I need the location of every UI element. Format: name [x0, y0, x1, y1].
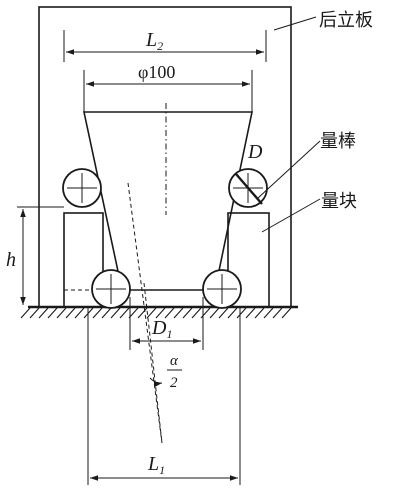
- hatch-stroke: [254, 307, 265, 319]
- hatch-stroke: [92, 307, 103, 319]
- angle-reference-line: [127, 182, 163, 444]
- label-gauge-block: 量块: [321, 191, 357, 212]
- ground-hatching: [20, 307, 292, 319]
- hatch-stroke: [236, 307, 247, 319]
- hatch-stroke: [200, 307, 211, 319]
- hatch-stroke: [218, 307, 229, 319]
- hatch-stroke: [101, 307, 112, 319]
- hatch-stroke: [137, 307, 148, 319]
- hatch-stroke: [47, 307, 58, 319]
- label-rear-plate: 后立板: [319, 10, 373, 31]
- leader-rear-plate: [273, 16, 317, 31]
- leader-gauge-block: [261, 198, 321, 233]
- tapered-workpiece: [83, 111, 253, 291]
- gauge-rod-lower-right: [202, 269, 242, 309]
- label-D: D: [247, 141, 263, 163]
- gauge-rod-upper-left: [62, 168, 102, 208]
- angle-arc: [149, 377, 163, 388]
- hatch-stroke: [146, 307, 157, 319]
- dimension-L1: [87, 307, 241, 485]
- hatch-stroke: [191, 307, 202, 319]
- label-two: 2: [170, 375, 178, 391]
- hatch-stroke: [65, 307, 76, 319]
- label-h: h: [6, 249, 16, 271]
- hatch-stroke: [173, 307, 184, 319]
- label-L1: L1: [147, 453, 165, 477]
- label-D1: D1: [151, 317, 172, 341]
- dimension-L2: [63, 30, 267, 62]
- hatch-stroke: [164, 307, 175, 319]
- gauge-rod-upper-right: [228, 168, 268, 208]
- dimension-D1: [129, 297, 204, 350]
- label-alpha: α: [170, 353, 179, 369]
- hatch-stroke: [245, 307, 256, 319]
- leader-gauge-rod: [257, 140, 321, 199]
- hatch-stroke: [281, 307, 292, 319]
- hatch-stroke: [56, 307, 67, 319]
- gauge-rod-lower-left: [91, 269, 131, 309]
- hatch-stroke: [29, 307, 40, 319]
- hatch-stroke: [272, 307, 283, 319]
- label-L2: L2: [145, 29, 163, 53]
- hatch-stroke: [119, 307, 130, 319]
- dimension-h: [17, 206, 64, 305]
- angle-reference-line-2: [143, 282, 163, 444]
- hatch-stroke: [74, 307, 85, 319]
- dimension-phi100: [83, 70, 253, 112]
- hatch-stroke: [20, 307, 31, 319]
- label-gauge-rod: 量棒: [320, 131, 356, 152]
- hatch-stroke: [38, 307, 49, 319]
- hatch-stroke: [263, 307, 274, 319]
- hatch-stroke: [155, 307, 166, 319]
- hatch-stroke: [209, 307, 220, 319]
- label-phi100: φ100: [138, 62, 175, 82]
- hatch-stroke: [182, 307, 193, 319]
- hatch-stroke: [110, 307, 121, 319]
- hatch-stroke: [227, 307, 238, 319]
